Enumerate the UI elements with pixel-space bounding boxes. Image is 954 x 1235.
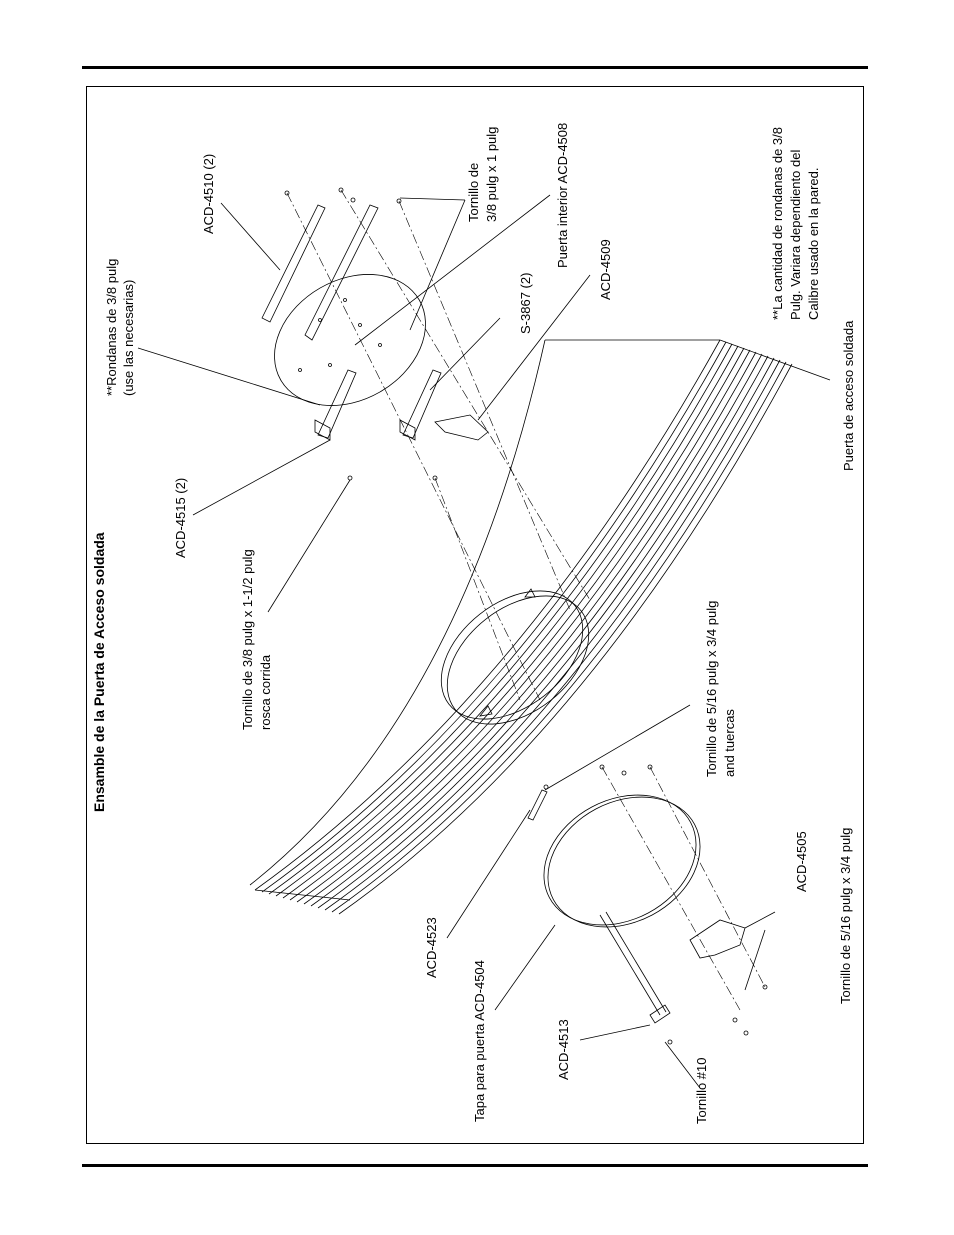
label-puerta-interior: Puerta interior ACD-4508	[555, 123, 570, 268]
diagram-title: Ensamble de la Puerta de Acceso soldada	[91, 532, 107, 812]
bolts	[284, 187, 768, 1045]
acd-4510-bars	[261, 204, 379, 341]
label-acd-4505: ACD-4505	[794, 831, 809, 892]
drawing-frame	[86, 86, 864, 1144]
leader-lines	[137, 194, 831, 1089]
bottom-rule	[82, 1164, 868, 1167]
top-rule	[82, 66, 868, 69]
label-tornillo-38-1: Tornillo de	[466, 163, 481, 222]
label-acd-4523: ACD-4523	[424, 917, 439, 978]
label-rondanas-1: **Rondanas de 3/8 pulg	[104, 259, 119, 396]
label-acd-4509: ACD-4509	[598, 239, 613, 300]
label-tornillo-516-1: Tornillo de 5/16 pulg x 3/4 pulg	[704, 601, 719, 777]
acd-4509-piece	[434, 414, 489, 441]
label-tornillo-10: Tornillo #10	[694, 1058, 709, 1125]
label-acd-4513: ACD-4513	[556, 1019, 571, 1080]
label-rondanas-2: (use las necesarias)	[121, 280, 136, 396]
label-s-3867: S-3867 (2)	[518, 273, 533, 334]
acd-4505-handle	[689, 919, 746, 959]
label-note-3: Calibre usado en la pared.	[806, 168, 821, 321]
acd-4523-bar	[527, 789, 548, 821]
label-tapa: Tapa para puerta ACD-4504	[472, 960, 487, 1122]
label-puerta-soldada: Puerta de acceso soldada	[841, 320, 856, 471]
door-cover-disc	[543, 794, 701, 928]
inner-door-disc	[274, 274, 426, 406]
label-tornillo-516-bottom: Tornillo de 5/16 pulg x 3/4 pulg	[838, 828, 853, 1004]
label-tornillo-rosca-1: Tornillo de 3/8 pulg x 1-1/2 pulg	[240, 549, 255, 730]
label-tornillo-rosca-2: rosca corrida	[258, 654, 273, 730]
label-tornillo-516-2: and tuercas	[722, 709, 737, 777]
label-note-1: **La cantidad de rondanas de 3/8	[770, 127, 785, 320]
door-frame-ring	[440, 588, 590, 725]
acd-4515-brackets	[314, 369, 442, 441]
label-tornillo-38-2: 3/8 pulg x 1 pulg	[484, 127, 499, 222]
label-acd-4510: ACD-4510 (2)	[201, 154, 216, 234]
acd-4513-latch	[599, 911, 671, 1024]
label-note-2: Pulg. Variara dependiento del	[788, 150, 803, 320]
label-acd-4515: ACD-4515 (2)	[173, 478, 188, 558]
alignment-lines	[286, 189, 766, 1011]
